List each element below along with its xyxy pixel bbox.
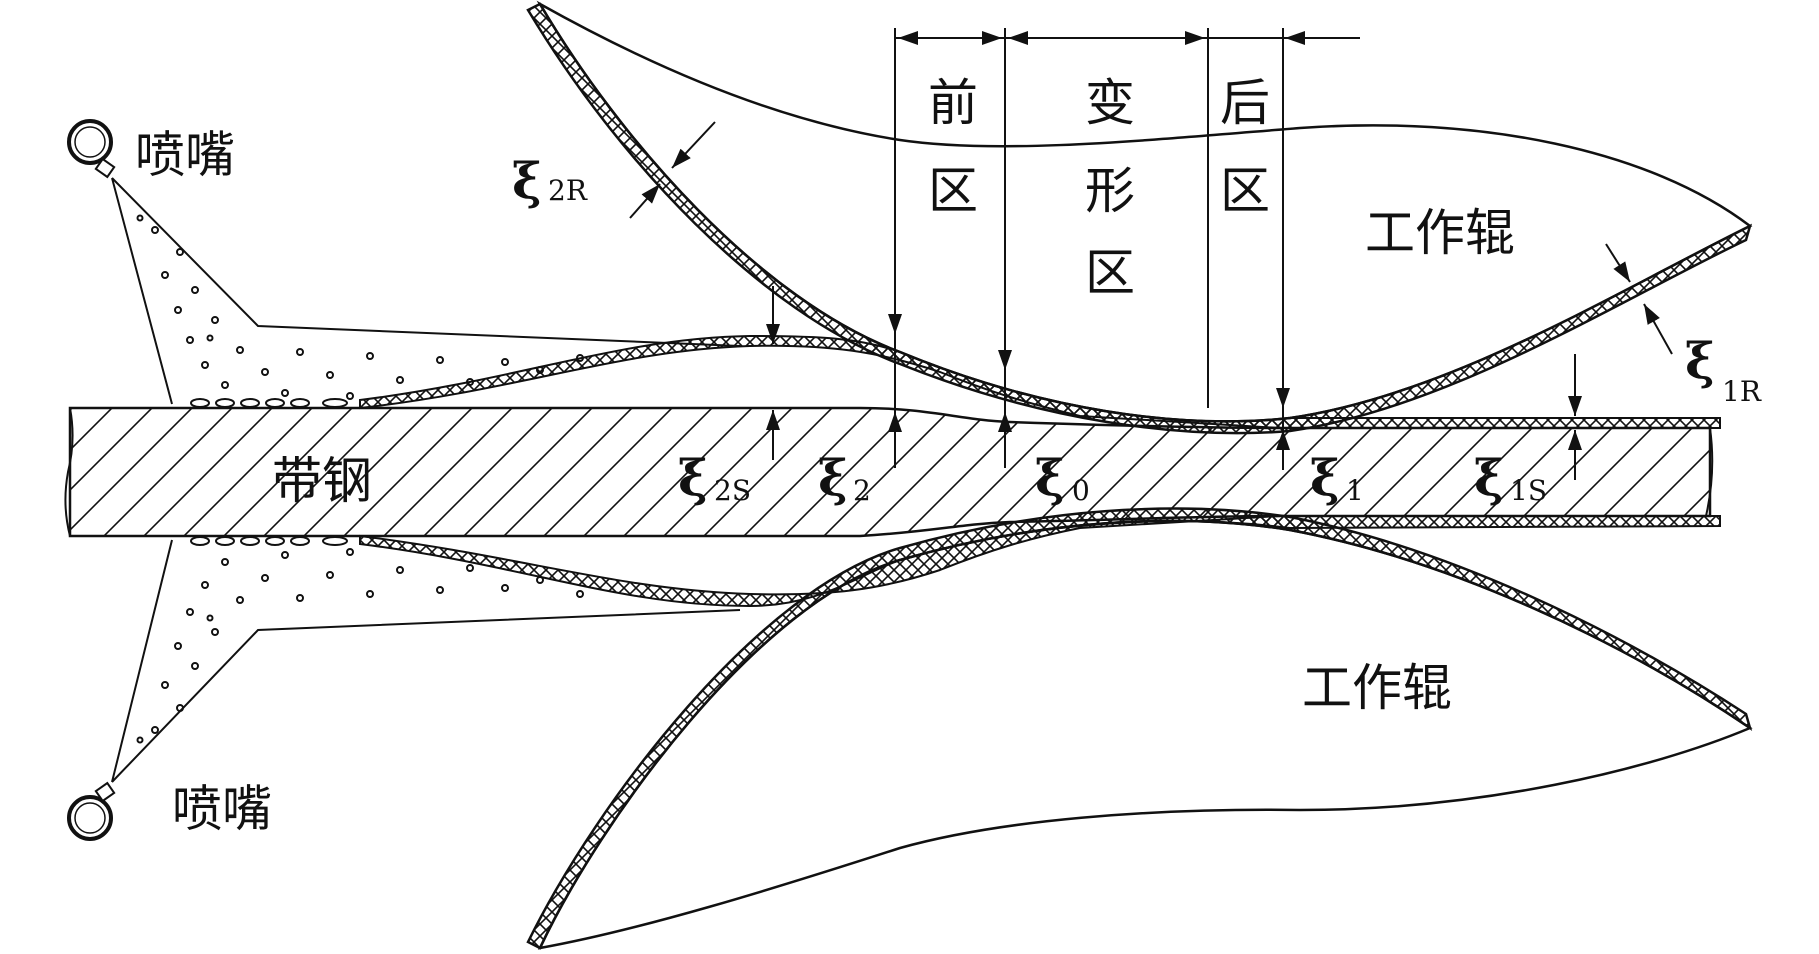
svg-text:ξ: ξ — [678, 448, 708, 507]
svg-text:ξ: ξ — [1474, 448, 1504, 507]
zone-back-char-2: 区 — [1220, 162, 1270, 220]
symbol-xi1: ξ 1 — [1310, 448, 1364, 507]
nozzle-bottom-label: 喷嘴 — [172, 780, 272, 838]
zone-deform-char-3: 区 — [1085, 244, 1135, 302]
lower-nozzle — [67, 781, 116, 841]
svg-text:ξ: ξ — [1685, 331, 1715, 390]
zone-deform-char-1: 变 — [1085, 74, 1135, 132]
svg-text:1: 1 — [1346, 474, 1364, 507]
lower-spray — [111, 536, 741, 783]
svg-text:0: 0 — [1072, 474, 1090, 507]
svg-text:ξ: ξ — [1035, 448, 1065, 507]
zone-deform-char-2: 形 — [1085, 162, 1135, 220]
lower-roll-body — [537, 519, 1753, 950]
svg-text:ξ: ξ — [512, 151, 542, 210]
svg-text:2S: 2S — [714, 474, 751, 507]
svg-text:1R: 1R — [1722, 375, 1762, 408]
nozzle-top-label: 喷嘴 — [135, 126, 235, 184]
svg-text:1S: 1S — [1510, 474, 1547, 507]
svg-text:2R: 2R — [548, 174, 588, 207]
upper-roll-body — [536, 0, 1753, 423]
zone-front-char-2: 区 — [928, 162, 978, 220]
roll-top-label: 工作辊 — [1365, 204, 1515, 262]
symbol-xi1S: ξ 1S — [1474, 448, 1547, 507]
strip-label: 带钢 — [272, 452, 372, 510]
roll-bottom-label: 工作辊 — [1302, 659, 1452, 717]
lower-oil-film — [359, 515, 1721, 608]
svg-text:ξ: ξ — [1310, 448, 1340, 507]
symbol-xi1R: ξ 1R — [1685, 331, 1762, 408]
symbol-labels: ξ 2R ξ 1R ξ 2S ξ 2 ξ 0 ξ 1 ξ 1S — [512, 151, 1762, 507]
upper-work-roll — [526, 0, 1753, 435]
lower-work-roll — [526, 507, 1753, 950]
symbol-xi2S: ξ 2S — [678, 448, 751, 507]
svg-text:ξ: ξ — [818, 448, 848, 507]
upper-oil-film — [359, 334, 1721, 429]
upper-nozzle — [67, 119, 116, 179]
text-labels: 喷嘴 喷嘴 工作辊 工作辊 带钢 前 区 变 形 区 后 区 — [135, 74, 1515, 838]
svg-text:2: 2 — [853, 474, 871, 507]
symbol-xi0: ξ 0 — [1035, 448, 1090, 507]
symbol-xi2R: ξ 2R — [512, 151, 588, 210]
upper-spray — [111, 177, 741, 408]
symbol-xi2: ξ 2 — [818, 448, 871, 507]
zone-back-char-1: 后 — [1220, 74, 1270, 132]
zone-front-char-1: 前 — [928, 74, 978, 132]
thickness-arrows — [629, 121, 1673, 480]
